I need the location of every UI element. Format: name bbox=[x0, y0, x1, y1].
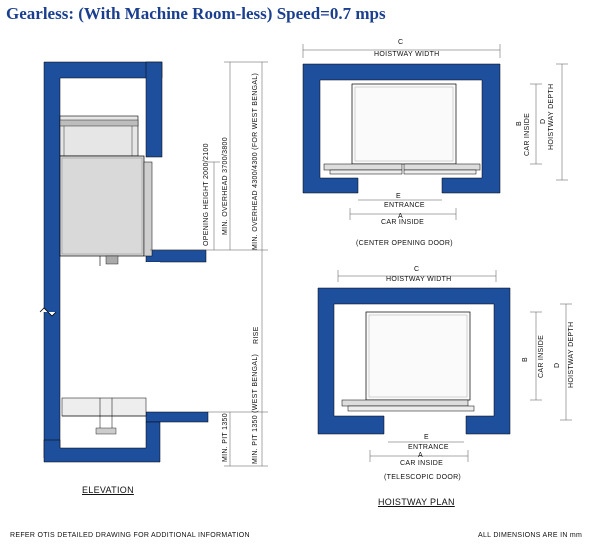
plan-top-car bbox=[351, 83, 457, 165]
plan-top-hoistway-width: HOISTWAY WIDTH bbox=[374, 51, 440, 58]
plan-top-wall bbox=[302, 63, 501, 194]
plan-bottom-car-inside-vertical: CAR INSIDE bbox=[538, 334, 545, 378]
plan-top-hoistway-depth: HOISTWAY DEPTH bbox=[548, 83, 555, 150]
plan-top-b-label: B bbox=[516, 121, 523, 126]
plan-top-entrance: ENTRANCE bbox=[384, 202, 425, 209]
plan-bottom-caption: (TELESCOPIC DOOR) bbox=[384, 474, 462, 481]
elevation-pit bbox=[43, 421, 161, 463]
plan-bottom-hoistway-width: HOISTWAY WIDTH bbox=[386, 276, 452, 283]
pit-label: MIN. PIT 1350 bbox=[222, 413, 229, 462]
plan-bottom-door bbox=[341, 399, 469, 407]
plan-top-e-label: E bbox=[396, 193, 401, 200]
page-title: Gearless: (With Machine Room-less) Speed… bbox=[6, 4, 386, 23]
plan-bottom-entrance: ENTRANCE bbox=[408, 444, 449, 451]
rise-label: RISE bbox=[253, 326, 260, 344]
footer-note: REFER OTIS DETAILED DRAWING FOR ADDITION… bbox=[10, 532, 250, 539]
plan-bottom-b-label: B bbox=[522, 357, 529, 362]
plan-bottom-wall bbox=[317, 287, 511, 435]
plan-top-a-label: A bbox=[398, 213, 403, 220]
hoistway-plan-caption: HOISTWAY PLAN bbox=[378, 497, 455, 507]
plan-top-door-left bbox=[323, 163, 403, 171]
plan-bottom-hoistway-depth: HOISTWAY DEPTH bbox=[568, 321, 575, 388]
footer-units: ALL DIMENSIONS ARE IN mm bbox=[478, 532, 583, 539]
elevation-wall-right-mid bbox=[146, 262, 160, 412]
plan-top-caption: (CENTER OPENING DOOR) bbox=[356, 240, 453, 247]
plan-top-car-inside: CAR INSIDE bbox=[381, 219, 425, 226]
plan-bottom-c-label: C bbox=[414, 266, 420, 273]
plan-top-d-label: D bbox=[540, 118, 547, 124]
plan-bottom-d-label: D bbox=[554, 362, 561, 368]
elevation-view bbox=[39, 61, 268, 467]
elevation-slab-landing bbox=[145, 249, 207, 263]
plan-telescopic bbox=[317, 270, 572, 462]
overhead-label: MIN. OVERHEAD 3700/3800 bbox=[222, 137, 229, 235]
elevation-pit-frame bbox=[61, 397, 147, 417]
plan-bottom-car-inside: CAR INSIDE bbox=[400, 460, 444, 467]
elevation-car-door bbox=[143, 161, 153, 257]
elevation-slab-bottom-landing bbox=[145, 411, 209, 423]
plan-bottom-car bbox=[365, 311, 471, 401]
plan-top-c-label: C bbox=[398, 39, 404, 46]
elevation-car-cabin bbox=[59, 155, 145, 257]
elevation-wall-right-top bbox=[145, 61, 163, 158]
overhead-west-bengal-label: MIN. OVERHEAD 4300/4300 (FOR WEST BENGAL… bbox=[252, 72, 259, 250]
plan-bottom-a-label: A bbox=[418, 452, 423, 459]
plan-bottom-e-label: E bbox=[424, 434, 429, 441]
pit-west-bengal-label: MIN. PIT 1350 (WEST BENGAL) bbox=[252, 353, 259, 464]
plan-top-car-inside-vertical: CAR INSIDE bbox=[524, 112, 531, 156]
plan-center-opening bbox=[302, 44, 568, 220]
opening-height-label: OPENING HEIGHT 2000/2100 bbox=[203, 143, 210, 246]
elevation-caption: ELEVATION bbox=[82, 485, 134, 495]
